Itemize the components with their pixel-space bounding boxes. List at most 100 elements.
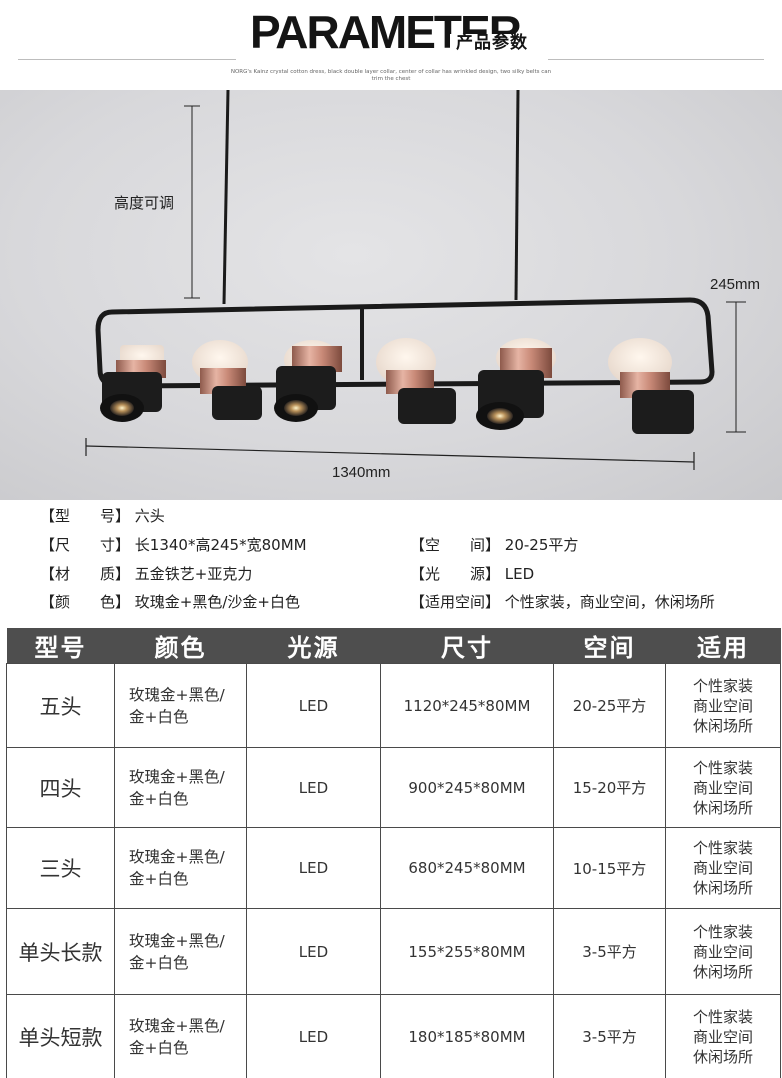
cell-model: 单头短款 bbox=[6, 994, 115, 1078]
spec-model: 【型 号】 六头 bbox=[40, 505, 165, 526]
lamp-head-6 bbox=[608, 338, 694, 434]
product-photo: 高度可调 245mm 1340mm bbox=[0, 90, 782, 500]
header-divider-left bbox=[18, 59, 236, 60]
cell-space: 15-20平方 bbox=[553, 747, 666, 828]
use-line-1: 个性家装 bbox=[692, 922, 753, 941]
width-arrow bbox=[85, 445, 695, 463]
spec-label: 【光 源】 bbox=[410, 565, 501, 583]
col-header-space: 空间 bbox=[553, 628, 666, 664]
spec-label: 【型 号】 bbox=[40, 507, 131, 525]
spec-label: 【空 间】 bbox=[410, 536, 501, 554]
cell-space: 10-15平方 bbox=[553, 827, 666, 909]
label-height-adjustable: 高度可调 bbox=[114, 195, 175, 212]
color-line-2: 金+白色 bbox=[129, 953, 189, 972]
spec-color: 【颜 色】 玫瑰金+黑色/沙金+白色 bbox=[40, 591, 300, 612]
use-line-2: 商业空间 bbox=[692, 1027, 753, 1046]
table-header-row: 型号 颜色 光源 尺寸 空间 适用 bbox=[6, 628, 781, 664]
cell-use: 个性家装商业空间休闲场所 bbox=[665, 663, 781, 748]
spec-size: 【尺 寸】 长1340*高245*宽80MM bbox=[40, 534, 307, 555]
use-line-1: 个性家装 bbox=[692, 676, 753, 695]
lamp-head-2 bbox=[192, 340, 262, 420]
spec-value: 个性家装，商业空间，休闲场所 bbox=[504, 593, 715, 611]
col-header-model: 型号 bbox=[6, 628, 115, 664]
cell-model: 五头 bbox=[6, 663, 115, 748]
color-line-1: 玫瑰金+黑色/ bbox=[129, 685, 225, 704]
lamp-frame bbox=[95, 297, 715, 389]
cell-use: 个性家装商业空间休闲场所 bbox=[665, 994, 781, 1078]
lamp-illustration bbox=[85, 90, 746, 470]
table-body: 五头 玫瑰金+黑色/金+白色 LED 1120*245*80MM 20-25平方… bbox=[6, 663, 781, 1078]
color-line-1: 玫瑰金+黑色/ bbox=[129, 767, 225, 786]
spec-light-source: 【光 源】 LED bbox=[410, 563, 534, 584]
use-line-2: 商业空间 bbox=[692, 778, 753, 797]
spec-label: 【颜 色】 bbox=[40, 593, 131, 611]
lamp-head-5 bbox=[476, 338, 556, 430]
parameter-table: 型号 颜色 光源 尺寸 空间 适用 五头 玫瑰金+黑色/金+白色 LED 112… bbox=[6, 628, 781, 1078]
cell-light: LED bbox=[246, 908, 381, 995]
header-divider-right bbox=[548, 59, 764, 60]
col-header-color: 颜色 bbox=[114, 628, 247, 664]
spec-value: 五金铁艺+亚克力 bbox=[134, 565, 253, 583]
color-line-1: 玫瑰金+黑色/ bbox=[129, 931, 225, 950]
cell-size: 680*245*80MM bbox=[380, 827, 554, 909]
cell-light: LED bbox=[246, 663, 381, 748]
cell-color: 玫瑰金+黑色/金+白色 bbox=[114, 663, 247, 748]
cell-light: LED bbox=[246, 827, 381, 909]
use-line-1: 个性家装 bbox=[692, 758, 753, 777]
use-line-2: 商业空间 bbox=[692, 696, 753, 715]
table-row: 单头长款 玫瑰金+黑色/金+白色 LED 155*255*80MM 3-5平方 … bbox=[6, 908, 781, 995]
color-line-2: 金+白色 bbox=[129, 707, 189, 726]
spec-space: 【空 间】 20-25平方 bbox=[410, 534, 578, 555]
table-row: 四头 玫瑰金+黑色/金+白色 LED 900*245*80MM 15-20平方 … bbox=[6, 747, 781, 828]
cell-use: 个性家装商业空间休闲场所 bbox=[665, 908, 781, 995]
cell-space: 3-5平方 bbox=[553, 994, 666, 1078]
cell-color: 玫瑰金+黑色/金+白色 bbox=[114, 827, 247, 909]
color-line-1: 玫瑰金+黑色/ bbox=[129, 1016, 225, 1035]
color-line-2: 金+白色 bbox=[129, 789, 189, 808]
spec-applicable: 【适用空间】 个性家装，商业空间，休闲场所 bbox=[410, 591, 715, 612]
spec-list: 【型 号】 六头 【尺 寸】 长1340*高245*宽80MM 【材 质】 五金… bbox=[0, 500, 782, 630]
use-line-2: 商业空间 bbox=[692, 942, 753, 961]
cell-space: 20-25平方 bbox=[553, 663, 666, 748]
col-header-light: 光源 bbox=[246, 628, 381, 664]
color-line-2: 金+白色 bbox=[129, 870, 189, 888]
cell-color: 玫瑰金+黑色/金+白色 bbox=[114, 908, 247, 995]
col-header-size: 尺寸 bbox=[380, 628, 554, 664]
title-mask bbox=[450, 34, 550, 56]
spec-label: 【尺 寸】 bbox=[40, 536, 131, 554]
spec-value: 20-25平方 bbox=[504, 536, 579, 554]
spec-value: 玫瑰金+黑色/沙金+白色 bbox=[134, 593, 300, 611]
table-header: 型号 颜色 光源 尺寸 空间 适用 bbox=[6, 628, 781, 664]
lamp-head-1 bbox=[100, 345, 166, 422]
color-line-2: 金+白色 bbox=[129, 1038, 189, 1057]
cell-size: 180*185*80MM bbox=[380, 994, 554, 1078]
cell-color: 玫瑰金+黑色/金+白色 bbox=[114, 747, 247, 828]
cell-light: LED bbox=[246, 747, 381, 828]
label-245mm: 245mm bbox=[710, 276, 761, 293]
table-row: 单头短款 玫瑰金+黑色/金+白色 LED 180*185*80MM 3-5平方 … bbox=[6, 994, 781, 1078]
cell-size: 155*255*80MM bbox=[380, 908, 554, 995]
use-line-3: 休闲场所 bbox=[692, 1047, 753, 1066]
cell-size: 900*245*80MM bbox=[380, 747, 554, 828]
spec-value: 长1340*高245*宽80MM bbox=[134, 536, 307, 554]
spec-label: 【适用空间】 bbox=[410, 593, 501, 611]
table-row: 三头 玫瑰金+黑色/金+白色 LED 680*245*80MM 10-15平方 … bbox=[6, 827, 781, 909]
spec-material: 【材 质】 五金铁艺+亚克力 bbox=[40, 563, 252, 584]
cable-right bbox=[514, 90, 520, 301]
page-title-cn: 产品参数 bbox=[456, 33, 528, 53]
cable-left bbox=[222, 90, 230, 305]
use-line-3: 休闲场所 bbox=[692, 716, 753, 735]
use-line-3: 休闲场所 bbox=[692, 962, 753, 981]
title-wrap: PARAMETER bbox=[250, 6, 550, 56]
cell-model: 四头 bbox=[6, 747, 115, 828]
use-line-1: 个性家装 bbox=[692, 839, 753, 857]
cell-use: 个性家装商业空间休闲场所 bbox=[665, 827, 781, 909]
color-line-1: 玫瑰金+黑色/ bbox=[129, 848, 225, 866]
lamp-head-3 bbox=[274, 340, 342, 422]
spec-value: 六头 bbox=[134, 507, 165, 525]
use-line-3: 休闲场所 bbox=[692, 798, 753, 817]
lamp-head-4 bbox=[376, 338, 456, 424]
page-header: PARAMETER 产品参数 NORG's Kainz crystal cott… bbox=[0, 0, 782, 90]
spec-label: 【材 质】 bbox=[40, 565, 131, 583]
cell-space: 3-5平方 bbox=[553, 908, 666, 995]
